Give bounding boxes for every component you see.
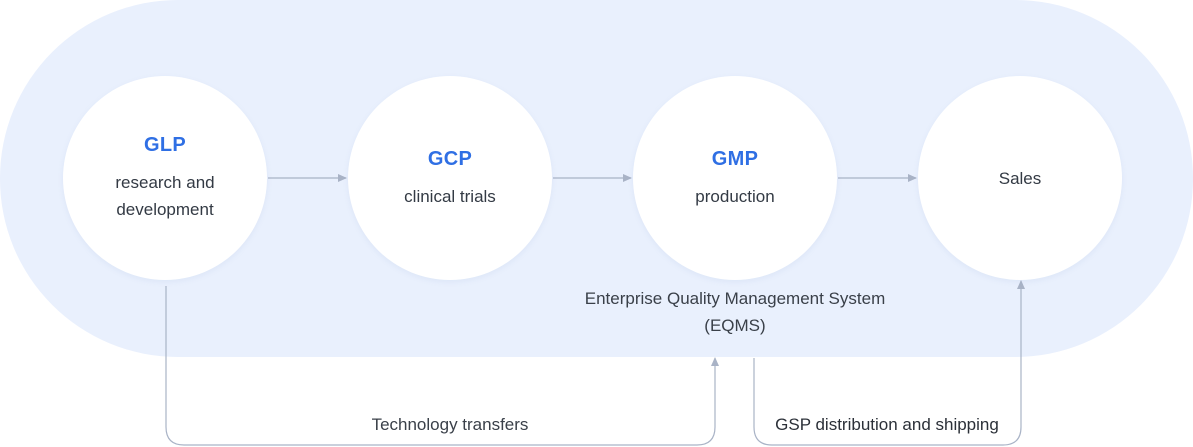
node-sales-desc: Sales: [998, 168, 1042, 188]
node-gcp: GCP clinical trials: [348, 76, 552, 280]
gsp-distribution-line: [753, 280, 1025, 446]
technology-transfers-label: Technology transfers: [371, 415, 529, 434]
node-sales: Sales: [918, 76, 1122, 280]
eqms-label-line1: Enterprise Quality Management System: [584, 289, 886, 308]
node-gcp-desc: clinical trials: [404, 186, 496, 206]
eqms-label-line2: (EQMS): [704, 316, 766, 335]
node-gmp-code: GMP: [711, 147, 759, 170]
eqms-label: Enterprise Quality Management System (EQ…: [560, 285, 910, 339]
technology-transfers-line: [165, 286, 719, 446]
node-gcp-code: GCP: [427, 147, 473, 170]
gsp-distribution-label: GSP distribution and shipping: [775, 415, 999, 434]
node-gmp-desc: production: [695, 186, 775, 206]
node-glp: GLP research and development: [63, 76, 267, 280]
node-glp-desc: research and development: [115, 173, 215, 219]
node-gmp: GMP production: [633, 76, 837, 280]
node-glp-code: GLP: [143, 134, 186, 156]
